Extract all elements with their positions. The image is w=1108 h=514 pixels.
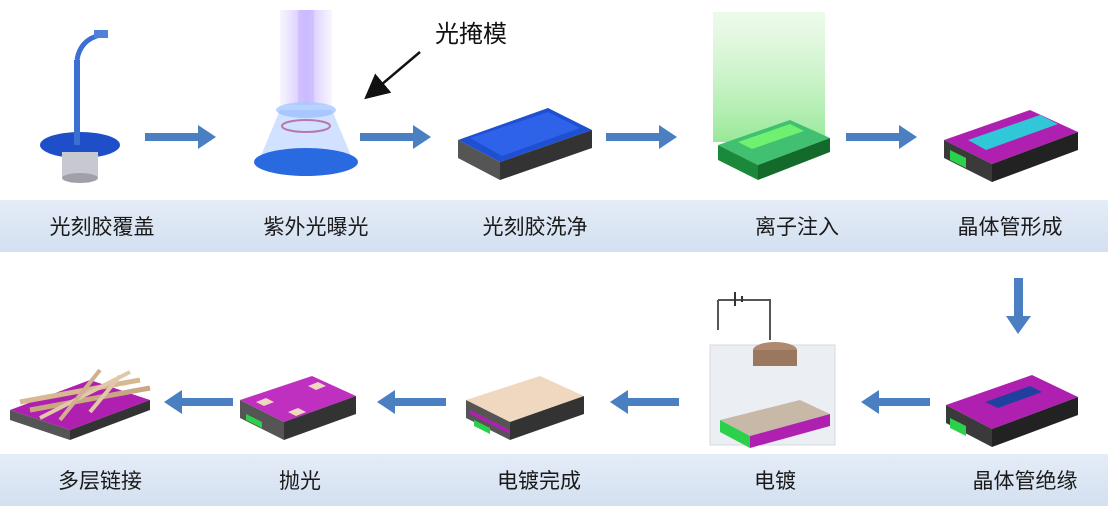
flow-arrow-6: [610, 390, 679, 414]
transistor-insulation-illustration: [946, 375, 1078, 447]
process-label-band-top: [0, 200, 1108, 252]
step-label-ion-implant: 离子注入: [755, 215, 839, 239]
process-label-band-bottom: [0, 454, 1108, 506]
flow-arrow-8: [164, 390, 233, 414]
multilayer-interconnect-illustration: [10, 368, 151, 440]
flow-arrow-1: [145, 125, 216, 149]
uv-exposure-illustration: [254, 10, 358, 176]
polish-illustration: [240, 376, 356, 440]
ion-implant-illustration: [713, 12, 830, 180]
step-label-transistor-formed: 晶体管形成: [957, 215, 1063, 239]
flow-arrow-4: [846, 125, 917, 149]
spin-coater-illustration: [40, 30, 120, 183]
step-label-photoresist-wash: 光刻胶洗净: [482, 215, 588, 239]
wafer-washed-illustration: [458, 108, 592, 180]
flow-arrow-2: [360, 125, 431, 149]
photomask-pointer-arrow: [364, 51, 421, 100]
transistor-formed-illustration: [944, 110, 1078, 182]
step-label-transistor-insulation: 晶体管绝缘: [972, 469, 1078, 493]
step-label-uv-exposure: 紫外光曝光: [263, 215, 369, 239]
step-label-photoresist-coating: 光刻胶覆盖: [49, 215, 155, 239]
flow-arrow-down: [1006, 278, 1031, 334]
flow-arrow-3: [606, 125, 677, 149]
step-label-plating-done: 电镀完成: [497, 469, 581, 493]
step-label-plating: 电镀: [754, 469, 796, 493]
photomask-annotation: 光掩模: [435, 20, 507, 48]
step-label-polish: 抛光: [279, 469, 321, 493]
flow-arrow-7: [377, 390, 446, 414]
plating-complete-illustration: [466, 376, 584, 440]
flow-arrow-5: [861, 390, 930, 414]
electroplating-illustration: [709, 292, 836, 448]
step-label-multilayer-link: 多层链接: [58, 469, 142, 493]
